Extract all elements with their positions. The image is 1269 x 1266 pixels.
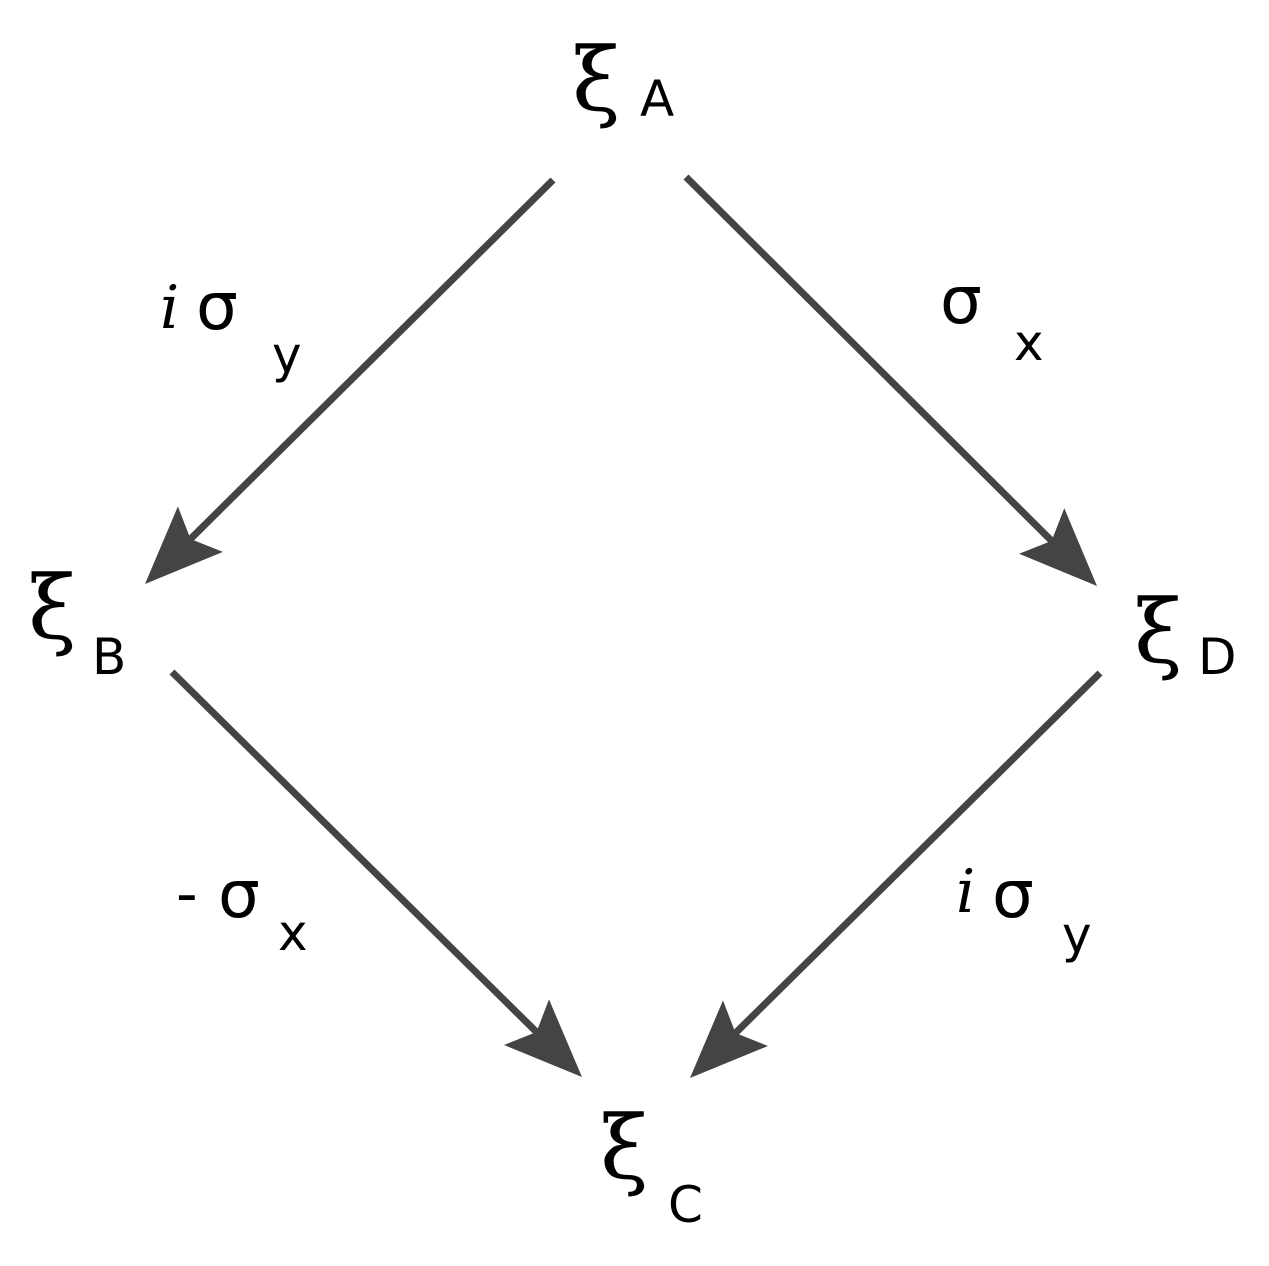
edge-d-to-c-prefix: i xyxy=(956,857,976,927)
node-xi-b-subscript: B xyxy=(92,632,126,682)
edge-a-to-d-sigma: σ xyxy=(940,262,982,339)
edge-label-d-to-c: i xyxy=(956,862,975,922)
node-xi-d-subscript: D xyxy=(1198,632,1237,682)
arrow-a-to-b-shaft xyxy=(188,177,556,542)
edge-label-b-to-c-subscript: x xyxy=(278,908,308,958)
edge-d-to-c-subscript: y xyxy=(1062,906,1092,964)
node-d-subscript: D xyxy=(1198,628,1237,686)
edge-label-d-to-c-operator: σ xyxy=(992,862,1034,928)
node-xi-d: ξ xyxy=(1134,588,1182,676)
node-xi-a-subscript: A xyxy=(640,74,674,124)
arrow-d-to-c-shaft xyxy=(733,670,1103,1036)
edge-b-to-c-sigma: σ xyxy=(218,856,260,933)
node-b-subscript: B xyxy=(92,628,127,686)
edge-label-a-to-b-operator: σ xyxy=(196,274,238,340)
arrow-a-to-b-head xyxy=(145,506,223,584)
edge-label-a-to-d-subscript: x xyxy=(1014,318,1044,368)
edge-label-b-to-c-operator: σ xyxy=(218,862,260,928)
edge-label-a-to-d-operator: σ xyxy=(940,268,982,334)
arrow-b-to-c-shaft xyxy=(169,669,539,1035)
edge-a-to-b-subscript: y xyxy=(272,326,302,384)
node-xi-b-symbol: ξ xyxy=(28,556,77,659)
edge-a-to-b-prefix: i xyxy=(160,273,180,343)
node-xi-c-subscript: C xyxy=(668,1180,703,1230)
node-xi-c: ξ xyxy=(600,1104,648,1192)
edge-a-to-b-sigma: σ xyxy=(196,268,238,345)
arrow-b-to-c-head xyxy=(504,999,582,1077)
edge-label-a-to-b: i xyxy=(160,278,179,338)
node-xi-a: ξ xyxy=(572,36,620,124)
edge-a-to-d-subscript: x xyxy=(1014,314,1044,372)
edge-b-to-c-prefix: - xyxy=(176,859,198,929)
node-xi-d-symbol: ξ xyxy=(1134,580,1183,683)
arrow-a-to-d-shaft xyxy=(683,174,1055,544)
edge-label-b-to-c: - xyxy=(176,864,198,924)
arrow-a-to-d-head xyxy=(1019,508,1097,586)
edge-label-a-to-b-subscript: y xyxy=(272,330,302,380)
node-a-subscript: A xyxy=(640,70,675,128)
node-xi-b: ξ xyxy=(28,564,76,652)
node-c-subscript: C xyxy=(668,1176,703,1234)
edge-b-to-c-subscript: x xyxy=(278,904,308,962)
node-xi-c-symbol: ξ xyxy=(600,1096,649,1199)
edge-d-to-c-sigma: σ xyxy=(992,856,1034,933)
arrow-d-to-c-head xyxy=(690,1000,768,1078)
edge-label-d-to-c-subscript: y xyxy=(1062,910,1092,960)
node-xi-a-symbol: ξ xyxy=(572,28,621,131)
